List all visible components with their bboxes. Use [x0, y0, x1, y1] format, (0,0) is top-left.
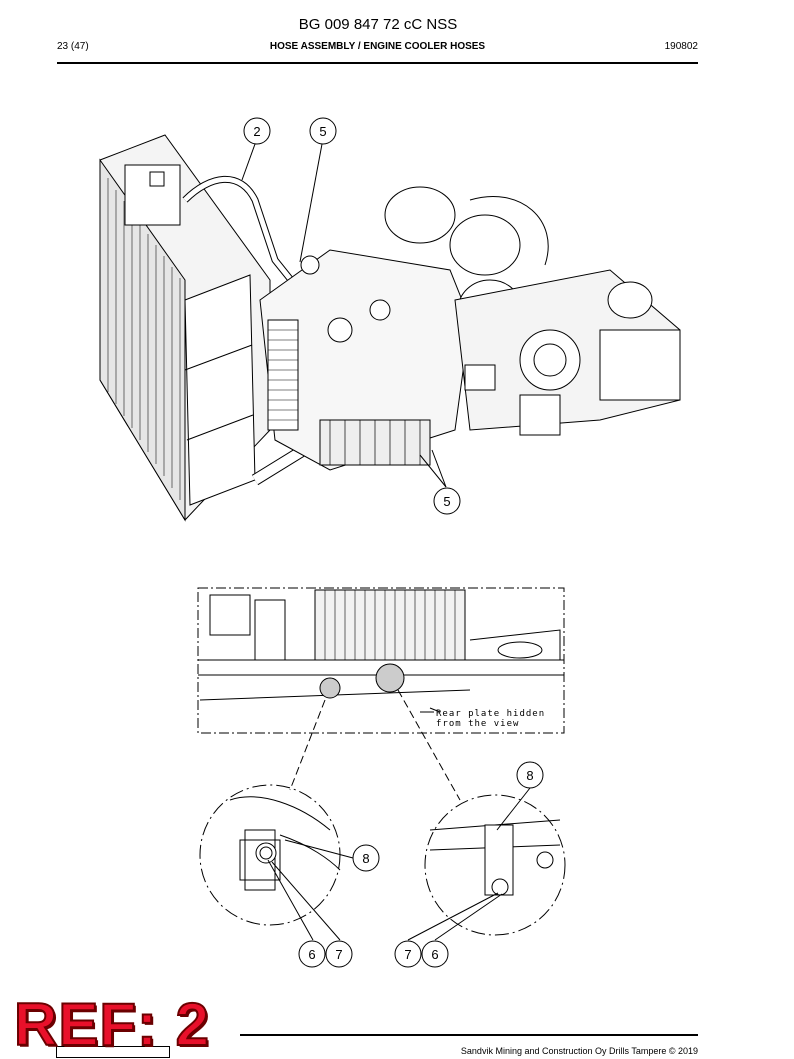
engine-illustration	[99, 134, 681, 522]
detail-illustration	[197, 587, 566, 936]
callout-8-left: 8	[362, 851, 369, 866]
callout-5-bottom: 5	[443, 494, 450, 509]
callout-2: 2	[253, 124, 260, 139]
footer-divider	[240, 1034, 698, 1036]
callout-5-top: 5	[319, 124, 326, 139]
ref-stamp: REF: 2	[13, 990, 211, 1059]
header-divider	[57, 62, 698, 64]
date-code: 190802	[664, 41, 698, 52]
callout-6-right: 6	[431, 947, 438, 962]
callout-6-left: 6	[308, 947, 315, 962]
callout-group-top	[241, 117, 461, 515]
note-line-2: from the view	[436, 719, 519, 729]
section-title: HOSE ASSEMBLY / ENGINE COOLER HOSES	[269, 41, 486, 52]
header-row: 23 (47) HOSE ASSEMBLY / ENGINE COOLER HO…	[57, 41, 698, 55]
callout-7-left: 7	[335, 947, 342, 962]
note-line-1: Rear plate hidden	[436, 709, 545, 719]
callout-group-bottom	[267, 761, 544, 968]
footer-copyright: Sandvik Mining and Construction Oy Drill…	[460, 1046, 698, 1056]
document-number: BG 009 847 72 cC NSS	[298, 16, 458, 33]
page-indicator: 23 (47)	[57, 41, 89, 52]
callout-8-right: 8	[526, 768, 533, 783]
callout-7-right: 7	[404, 947, 411, 962]
